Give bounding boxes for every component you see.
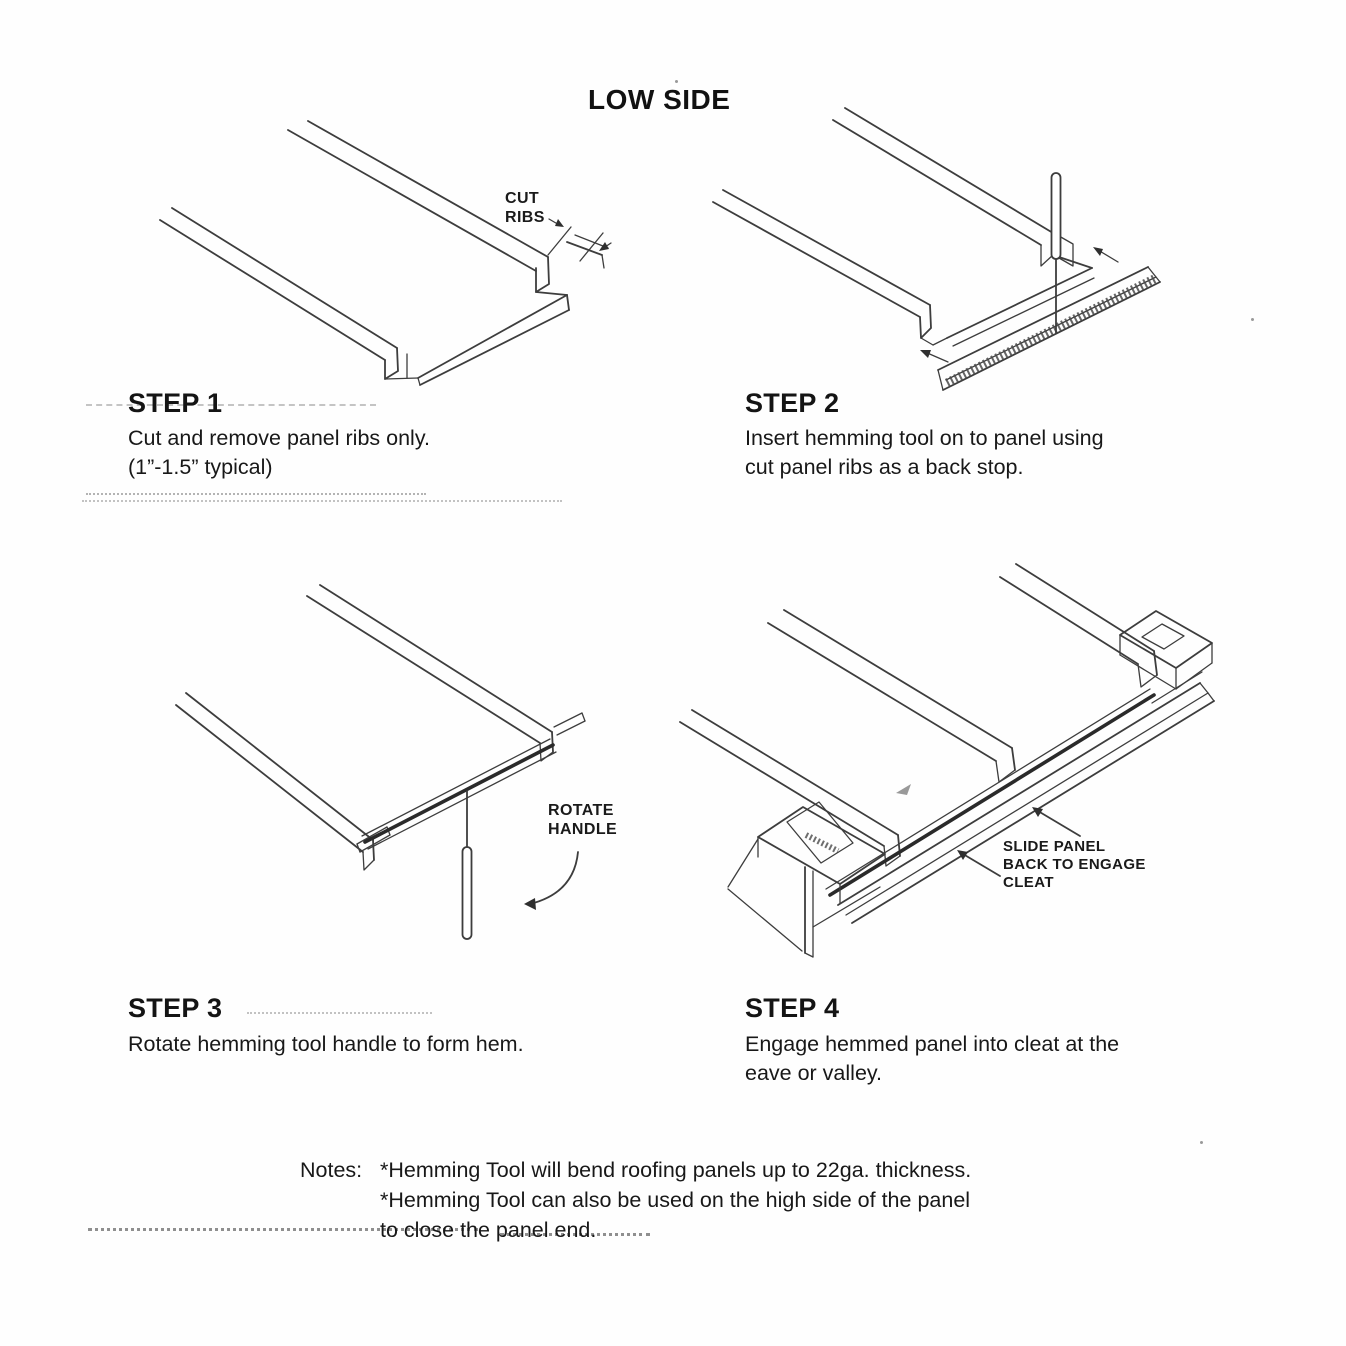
step2-heading: STEP 2	[745, 388, 840, 418]
hem-tab-right	[553, 712, 586, 736]
scan-artifact-line	[247, 1012, 432, 1014]
cleat-tab-left	[727, 801, 886, 904]
step3-heading: STEP 3	[128, 993, 223, 1023]
scan-artifact-line	[500, 1233, 650, 1236]
panel-rib-right	[306, 584, 554, 762]
cut-ribs-arrow	[548, 218, 612, 251]
scan-smudge	[896, 784, 911, 795]
step1-heading: STEP 1	[128, 388, 223, 418]
step3-figure	[175, 584, 586, 940]
scan-speck	[1200, 1141, 1203, 1144]
cut-marks	[547, 226, 604, 262]
scan-artifact-line	[86, 404, 376, 406]
panel-rib-left	[159, 207, 419, 380]
hemming-tool-handle	[1050, 172, 1062, 334]
panel-rib-middle	[767, 609, 1016, 783]
cleat-tab-right	[1119, 610, 1213, 690]
panel-rib-right	[287, 120, 550, 293]
scan-artifact-line	[82, 500, 562, 502]
notes-label: Notes:	[300, 1158, 363, 1182]
rotate-handle-label: ROTATE HANDLE	[548, 802, 618, 838]
hemming-tool-bar	[937, 266, 1161, 391]
step4-figure	[679, 563, 1215, 958]
cut-ribs-label: CUT RIBS	[505, 190, 545, 226]
step1-figure	[159, 120, 612, 386]
hemming-tool-handle	[461, 790, 473, 940]
panel-surface	[417, 291, 570, 386]
page-title: LOW SIDE	[588, 84, 731, 115]
slide-panel-arrow	[957, 807, 1081, 877]
step4-heading: STEP 4	[745, 993, 840, 1023]
slide-direction-arrow	[920, 247, 1119, 363]
eave-fascia	[727, 866, 881, 958]
step3-body: Rotate hemming tool handle to form hem.	[128, 1032, 524, 1056]
hemmed-edge	[825, 688, 1156, 897]
panel-rib-right	[832, 107, 1054, 267]
slide-panel-label: SLIDE PANEL BACK TO ENGAGE CLEAT	[1003, 838, 1146, 891]
step2-figure	[712, 107, 1161, 391]
hemmed-edge	[361, 738, 557, 850]
step1-body: Cut and remove panel ribs only. (1”-1.5”…	[128, 426, 430, 479]
scan-artifact-line	[86, 493, 426, 495]
notes-text: *Hemming Tool will bend roofing panels u…	[380, 1158, 972, 1242]
panel-rib-left	[679, 709, 901, 867]
step2-body: Insert hemming tool on to panel using cu…	[745, 426, 1104, 479]
panel-rib-left	[712, 189, 934, 346]
scan-speck	[1251, 318, 1254, 321]
panel-rib-left	[175, 692, 375, 871]
step4-body: Engage hemmed panel into cleat at the ea…	[745, 1032, 1120, 1085]
rotate-arrow	[524, 851, 579, 910]
scan-artifact-line	[88, 1228, 478, 1231]
cleat-strip	[837, 671, 1215, 924]
scan-speck	[675, 80, 678, 83]
